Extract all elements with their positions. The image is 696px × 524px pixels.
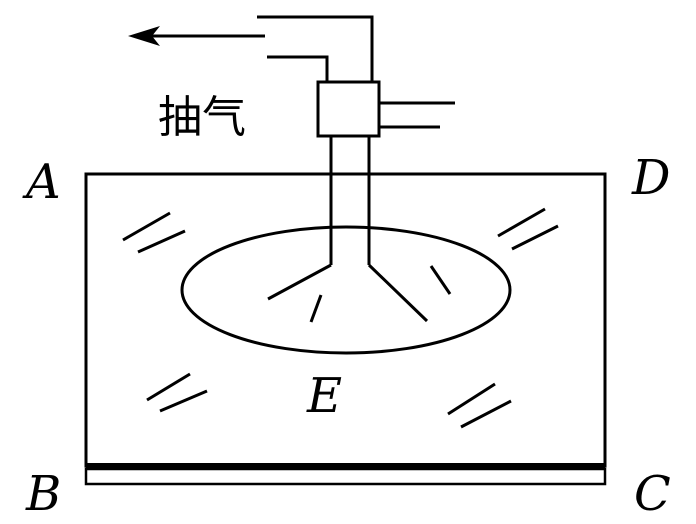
base-strip (84, 467, 607, 486)
suction-pipe (329, 136, 371, 265)
corner-label-c: C (634, 466, 671, 522)
side-connector (379, 101, 455, 129)
base-strip-dark (86, 463, 605, 469)
corner-label-b: B (25, 466, 61, 522)
glass-reflection-marks (122, 207, 559, 429)
cup-branches (267, 263, 452, 323)
corner-label-a: A (22, 154, 61, 210)
center-label-e: E (306, 368, 342, 424)
pump-label: 抽气 (158, 92, 246, 143)
pump-box (316, 80, 381, 138)
corner-label-d: D (631, 150, 670, 206)
arrow-head (128, 26, 160, 46)
exhaust-pipe (257, 15, 374, 82)
suction-cup (180, 225, 512, 355)
